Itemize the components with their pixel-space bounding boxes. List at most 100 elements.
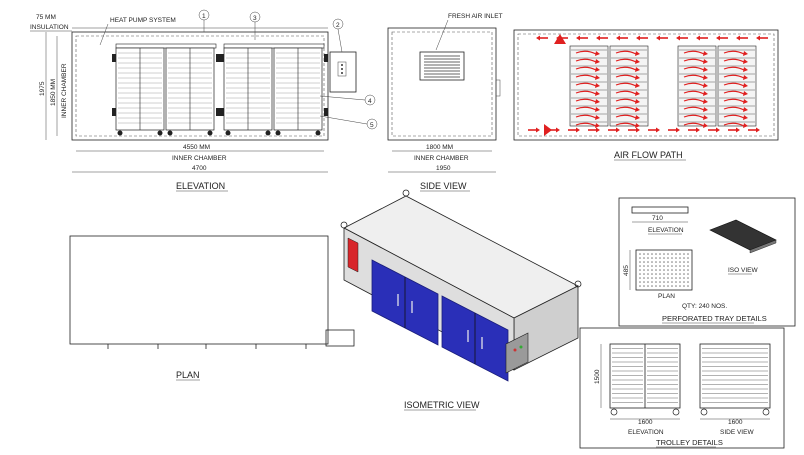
airflow-arrowhead bbox=[616, 127, 620, 133]
airflow-curl bbox=[615, 122, 637, 127]
tray-hole bbox=[683, 269, 685, 271]
width-inner-chamber-label: INNER CHAMBER bbox=[172, 155, 227, 162]
airflow-arrowhead bbox=[576, 35, 580, 41]
airflow-curl bbox=[723, 114, 745, 119]
tray-hole bbox=[651, 257, 653, 259]
tray-hole bbox=[651, 273, 653, 275]
height-inner-value: 1850 MM bbox=[50, 79, 57, 106]
control-panel bbox=[329, 51, 357, 93]
isometric-view: ISOMETRIC VIEW bbox=[340, 189, 582, 411]
tray-hole bbox=[659, 281, 661, 283]
elevation-inner-wall bbox=[75, 35, 325, 137]
tray-hole bbox=[655, 261, 657, 263]
tray-hole bbox=[667, 253, 669, 255]
airflow-curl bbox=[723, 50, 745, 55]
tray-hole bbox=[647, 273, 649, 275]
airflow-curl-head bbox=[595, 115, 600, 120]
airflow-curl bbox=[615, 50, 637, 55]
airflow-curl bbox=[615, 98, 637, 103]
airflow-curl-head bbox=[743, 99, 748, 104]
airflow-curl-head bbox=[595, 59, 600, 64]
tray-hole bbox=[647, 257, 649, 259]
airflow-curl-head bbox=[635, 91, 640, 96]
elev-trolley-frame-0 bbox=[115, 43, 217, 49]
tray-hole bbox=[655, 265, 657, 267]
airflow-curl-head bbox=[743, 123, 748, 128]
trolley-width-side-value: 1600 bbox=[728, 419, 743, 426]
isometric-title: ISOMETRIC VIEW bbox=[404, 400, 480, 410]
airflow-curl bbox=[575, 66, 597, 71]
tray-hole bbox=[659, 269, 661, 271]
svg-text:1: 1 bbox=[202, 13, 206, 20]
airflow-curl-head bbox=[703, 67, 708, 72]
svg-text:2: 2 bbox=[336, 22, 340, 29]
height-outer-value: 1975 bbox=[39, 81, 46, 96]
tray-hole bbox=[663, 253, 665, 255]
trolley-details: 1500 1600 ELEVATION 1600 SIDE VIEW TROLL… bbox=[579, 327, 785, 449]
tray-hole bbox=[671, 277, 673, 279]
tray-hole bbox=[675, 273, 677, 275]
airflow-curl bbox=[723, 58, 745, 63]
trolley-elevation-label: ELEVATION bbox=[628, 429, 664, 436]
tray-hole bbox=[667, 265, 669, 267]
airflow-curl bbox=[723, 122, 745, 127]
tray-hole bbox=[687, 285, 689, 287]
airflow-arrowhead bbox=[576, 127, 580, 133]
tray-hole bbox=[647, 261, 649, 263]
elev-hinge bbox=[112, 108, 116, 116]
tray-hole bbox=[667, 273, 669, 275]
iso-control-light-icon bbox=[519, 345, 523, 349]
side-outer-wall bbox=[387, 27, 497, 141]
width-outer-value: 4700 bbox=[192, 165, 207, 172]
airflow-curl-head bbox=[595, 83, 600, 88]
tray-hole bbox=[671, 257, 673, 259]
airflow-curl bbox=[723, 74, 745, 79]
tray-hole bbox=[683, 261, 685, 263]
airflow-curl-head bbox=[703, 51, 708, 56]
airflow-curl-head bbox=[703, 115, 708, 120]
fresh-air-vent bbox=[419, 51, 465, 81]
tray-hole bbox=[683, 273, 685, 275]
tray-hole bbox=[687, 277, 689, 279]
side-inner-chamber-label: INNER CHAMBER bbox=[414, 155, 469, 162]
tray-hole bbox=[667, 277, 669, 279]
callout-3: 3 bbox=[249, 11, 261, 40]
indicator-1-icon bbox=[341, 64, 343, 66]
airflow-curl bbox=[575, 106, 597, 111]
tray-details-frame bbox=[618, 197, 796, 327]
airflow-curl-head bbox=[743, 107, 748, 112]
tray-hole bbox=[679, 265, 681, 267]
tray-hole bbox=[655, 285, 657, 287]
tray-hole bbox=[687, 281, 689, 283]
tray-hole bbox=[679, 261, 681, 263]
side-inner-value: 1800 MM bbox=[426, 144, 453, 151]
tray-hole bbox=[643, 261, 645, 263]
tray-hole bbox=[667, 269, 669, 271]
airflow-curl-head bbox=[743, 67, 748, 72]
tray-hole bbox=[651, 285, 653, 287]
airflow-outer-wall bbox=[513, 29, 779, 141]
tray-hole bbox=[659, 265, 661, 267]
airflow-curl bbox=[683, 82, 705, 87]
side-view: FRESH AIR INLET 1800 MM INNER CHAMBER 19… bbox=[387, 13, 503, 192]
airflow-curl bbox=[615, 106, 637, 111]
airflow-curl bbox=[615, 90, 637, 95]
airflow-rise-arrow bbox=[554, 34, 566, 44]
tray-hole bbox=[663, 265, 665, 267]
tray-plan-label: PLAN bbox=[658, 293, 675, 300]
airflow-curl bbox=[723, 106, 745, 111]
tray-width-value: 710 bbox=[652, 215, 663, 222]
fresh-air-label: FRESH AIR INLET bbox=[448, 13, 503, 20]
tray-qty-label: QTY: 240 NOS. bbox=[682, 303, 727, 310]
tray-hole bbox=[659, 261, 661, 263]
tray-hole bbox=[679, 285, 681, 287]
tray-hole bbox=[671, 285, 673, 287]
tray-hole bbox=[655, 257, 657, 259]
elevation-trolleys bbox=[112, 43, 328, 136]
tray-hole bbox=[659, 257, 661, 259]
tray-hole bbox=[659, 253, 661, 255]
airflow-arrowhead bbox=[636, 35, 640, 41]
tray-hole bbox=[639, 281, 641, 283]
tray-hole bbox=[687, 261, 689, 263]
